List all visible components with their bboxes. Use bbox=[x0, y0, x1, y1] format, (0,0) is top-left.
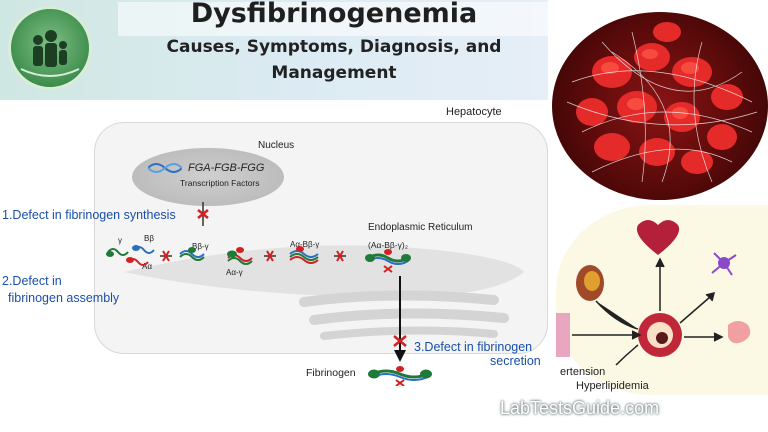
er-label: Endoplasmic Reticulum bbox=[368, 222, 473, 233]
page-title: Dysfibrinogenemia bbox=[190, 0, 478, 29]
secretion-arrow-icon bbox=[393, 276, 407, 362]
title-box bbox=[118, 2, 550, 36]
heart-icon bbox=[636, 220, 680, 255]
defect-synthesis-label: 1.Defect in fibrinogen synthesis bbox=[2, 208, 176, 222]
intestine-icon bbox=[728, 321, 751, 344]
hyperlipidemia-label: Hyperlipidemia bbox=[576, 380, 649, 392]
chain-aalpha-label: Aα bbox=[142, 262, 152, 271]
nucleus bbox=[132, 148, 284, 206]
family-logo-icon bbox=[20, 30, 80, 77]
defect-assembly-label-2: fibrinogen assembly bbox=[8, 291, 120, 305]
trimer-icon bbox=[289, 250, 319, 258]
fibrinogen-label: Fibrinogen bbox=[306, 367, 356, 379]
gene-label: FGA-FGB-FGG bbox=[188, 162, 265, 174]
assembly-block-icon-3 bbox=[336, 250, 344, 262]
synthesis-block-icon bbox=[197, 202, 209, 226]
chain-gamma-label: γ bbox=[118, 236, 122, 245]
disease-illustration bbox=[556, 220, 751, 366]
hexamer-label: (Aα-Bβ-γ)₂ bbox=[368, 240, 409, 250]
defect-assembly-label-1: 2.Defect in bbox=[2, 274, 62, 288]
dimer-ag-label: Aα-γ bbox=[226, 268, 243, 277]
er-membranes bbox=[124, 245, 524, 340]
red-blood-cells-image bbox=[566, 22, 758, 183]
defect-secretion-label-1: 3.Defect in fibrinogen bbox=[414, 340, 533, 354]
blood-clot-photo bbox=[552, 12, 768, 200]
disease-panel bbox=[556, 205, 768, 395]
hepatocyte-label: Hepatocyte bbox=[446, 106, 502, 118]
dimer-bg-icon bbox=[179, 250, 205, 258]
transcription-factors-label: Transcription Factors bbox=[180, 178, 260, 188]
neuron-icon bbox=[711, 252, 737, 276]
assembly-block-icon-1 bbox=[162, 250, 170, 262]
page-subtitle-line1: Causes, Symptoms, Diagnosis, and bbox=[166, 37, 502, 57]
defect-secretion-label-2: secretion bbox=[490, 354, 541, 368]
watermark-text: LabTestsGuide.com bbox=[500, 398, 660, 418]
artery-segment-icon bbox=[556, 313, 570, 357]
page-subtitle-line2: Management bbox=[271, 63, 397, 83]
dna-helix-icon bbox=[148, 163, 182, 173]
site-logo bbox=[8, 6, 92, 90]
fibrinogen-molecule-icon bbox=[368, 366, 432, 386]
chain-bbeta-label: Bβ bbox=[144, 234, 154, 243]
hypertension-label: ertension bbox=[560, 366, 606, 378]
nucleus-label: Nucleus bbox=[258, 140, 295, 151]
gamma-chain-icon bbox=[107, 248, 129, 256]
assembly-pathway bbox=[106, 245, 411, 273]
trimer-label: Aα-Bβ-γ bbox=[290, 240, 320, 249]
assembly-block-icon-2 bbox=[266, 250, 274, 262]
dimer-bg-label: Bβ-γ bbox=[192, 242, 209, 251]
